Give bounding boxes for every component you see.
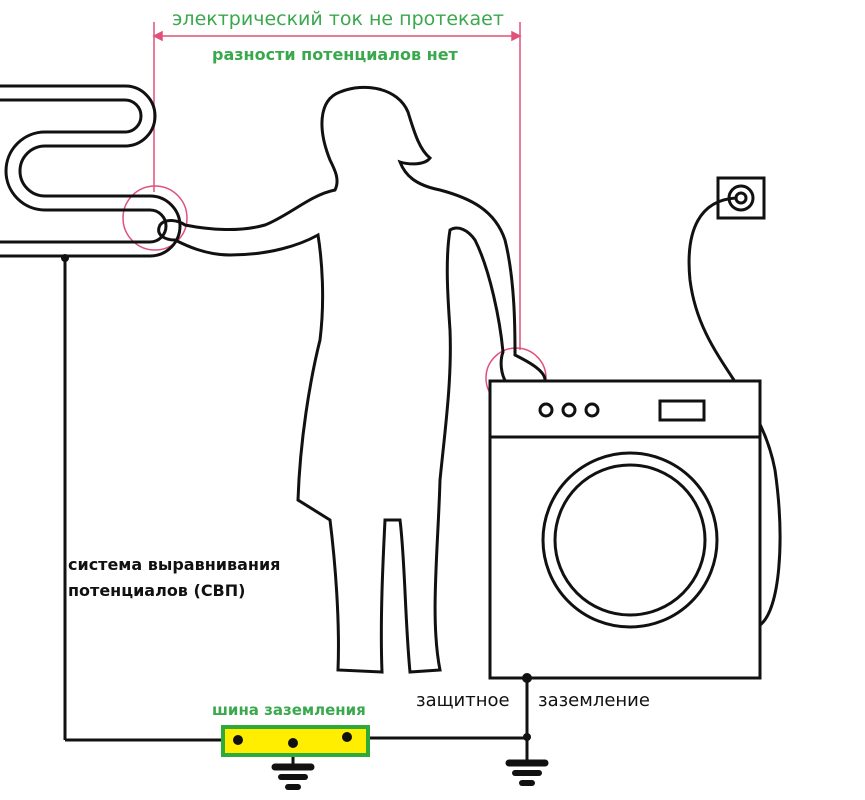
machine-knob: [538, 402, 554, 418]
grounding-label: заземление: [538, 690, 650, 711]
equalization-system-label: система выравнивания потенциалов (СВП): [68, 552, 280, 604]
equalization-system-line1: система выравнивания: [68, 555, 281, 574]
equalization-wire: [63, 258, 529, 765]
machine-display: [658, 399, 706, 422]
person-silhouette: [157, 85, 547, 674]
machine-knob: [584, 402, 600, 418]
equalization-system-line2: потенциалов (СВП): [68, 581, 246, 600]
machine-knob: [561, 402, 577, 418]
towel-radiator: [0, 84, 182, 258]
ground-symbol-icon: [271, 763, 315, 790]
ground-symbol-icon: [505, 759, 549, 786]
ground-bus-label: шина заземления: [212, 701, 366, 719]
contact-highlight-radiator: [122, 185, 188, 251]
dimension-marker: [122, 22, 547, 409]
no-potential-difference-label: разности потенциалов нет: [212, 45, 458, 64]
protective-label: защитное: [416, 690, 510, 711]
wall-socket: [716, 176, 766, 220]
washing-machine: [488, 379, 762, 680]
no-current-label: электрический ток не протекает: [172, 8, 504, 30]
